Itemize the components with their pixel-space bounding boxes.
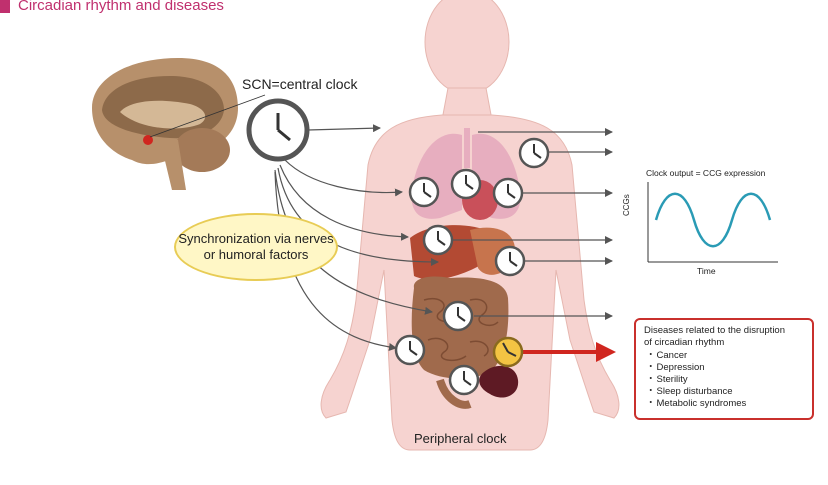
disease-item: Sterility <box>657 374 804 386</box>
peripheral-clock-icon <box>408 176 440 208</box>
peripheral-clock-label: Peripheral clock <box>414 431 507 446</box>
ccg-graph <box>647 182 778 263</box>
colon <box>436 378 472 409</box>
disease-list: Cancer Depression Sterility Sleep distur… <box>644 350 804 410</box>
disease-box: Diseases related to the disruption of ci… <box>634 318 814 420</box>
trachea <box>464 128 470 168</box>
intestine-folds <box>423 298 499 362</box>
title-marker <box>0 0 10 13</box>
brain-illustration <box>92 58 238 190</box>
disrupted-clock-icon <box>492 336 524 368</box>
peripheral-clock-icon <box>448 364 480 396</box>
disease-heading-line-1: Diseases related to the disruption <box>644 325 785 336</box>
disease-item: Sleep disturbance <box>657 386 804 398</box>
peripheral-clock-icon <box>518 137 550 169</box>
peripheral-clock-icon <box>494 245 526 277</box>
peripheral-clock-icon <box>422 224 454 256</box>
sync-line-1: Synchronization via nerves <box>178 231 334 246</box>
disease-arrow-head <box>596 342 616 362</box>
disease-item: Cancer <box>657 350 804 362</box>
diagram-title: Circadian rhythm and diseases <box>0 0 224 14</box>
scn-pointer-line <box>149 94 266 138</box>
disease-heading-line-2: of circadian rhythm <box>644 337 725 348</box>
peripheral-clock-icon <box>492 177 524 209</box>
graph-y-label: CCGs <box>622 194 631 216</box>
output-arrows <box>452 128 613 320</box>
peripheral-clock-icon <box>442 300 474 332</box>
scn-label: SCN=central clock <box>242 76 358 92</box>
synchronization-bubble: Synchronization via nerves or humoral fa… <box>174 213 338 281</box>
graph-title: Clock output = CCG expression <box>646 168 766 178</box>
title-text: Circadian rhythm and diseases <box>18 0 224 14</box>
peripheral-clock-icon <box>394 334 426 366</box>
disease-item: Metabolic syndromes <box>657 398 804 410</box>
disease-item: Depression <box>657 362 804 374</box>
peripheral-clock-icon <box>450 168 482 200</box>
sync-line-2: or humoral factors <box>203 247 309 262</box>
tumor <box>479 365 519 398</box>
disease-heading: Diseases related to the disruption of ci… <box>644 325 804 349</box>
ccg-expression-wave <box>654 192 772 248</box>
graph-x-label: Time <box>697 266 716 276</box>
central-clock-icon <box>246 98 310 162</box>
